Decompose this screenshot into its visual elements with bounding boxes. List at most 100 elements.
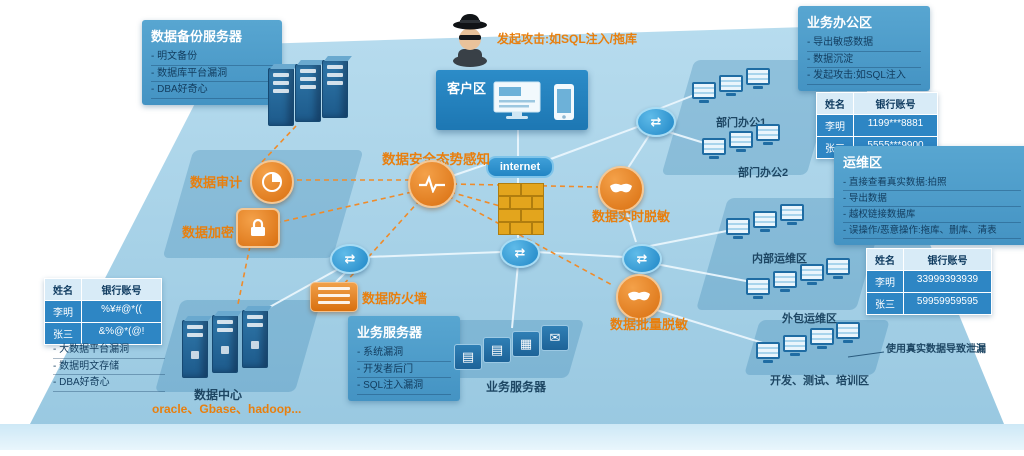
table-cell: 张三 — [867, 293, 903, 314]
folder-server-icon: ▤ — [483, 337, 511, 363]
router-icon: ⇄ — [622, 244, 662, 274]
data-encrypt-label: 数据加密 — [182, 225, 235, 240]
table-header: 姓名 — [817, 93, 853, 114]
leak-note-label: 使用真实数据导致泄漏 — [886, 344, 986, 355]
panel-item: 明文备份 — [151, 49, 273, 66]
server-tower-icon — [182, 320, 208, 378]
computer-icon — [702, 138, 726, 159]
dept-office1-cluster — [692, 66, 776, 112]
panel-item: 导出数据 — [843, 191, 1021, 207]
realtime-masking-label: 数据实时脱敏 — [592, 209, 671, 224]
client-devices-icon — [493, 81, 574, 120]
business-office-title: 业务办公区 — [807, 15, 873, 30]
mail-server-icon: ✉ — [541, 325, 569, 351]
data-audit-label: 数据审计 — [190, 175, 243, 190]
bizserver-panel: 业务服务器 系统漏洞 开发者后门 SQL注入漏洞 — [348, 316, 460, 401]
computer-icon — [756, 342, 780, 363]
table-cell: 李明 — [45, 301, 81, 322]
data-encrypt-lock-icon — [236, 208, 280, 248]
computer-icon — [746, 278, 770, 299]
table-cell: 李明 — [867, 271, 903, 292]
table-cell: %¥#@*(( — [82, 301, 161, 322]
computer-icon — [773, 271, 797, 292]
router-icon: ⇄ — [500, 238, 540, 268]
firewall-icon — [498, 183, 544, 235]
computer-icon — [756, 124, 780, 145]
computer-icon — [780, 204, 804, 225]
situational-awareness-icon — [408, 160, 456, 208]
client-zone: 客户区 — [436, 70, 588, 130]
panel-item: DBA好奇心 — [151, 82, 273, 99]
dept-office2-label: 部门办公2 — [738, 167, 789, 179]
batch-masking-label: 数据批量脱敏 — [610, 317, 689, 332]
panel-item: 数据沉淀 — [807, 52, 921, 68]
table-cell: 33999393939 — [904, 271, 991, 292]
bizserver-cluster-label: 业务服务器 — [486, 380, 547, 394]
internet-node: internet — [486, 156, 554, 178]
outsource-ops-label: 外包运维区 — [782, 313, 837, 325]
db-products-label: oracle、Gbase、hadoop... — [152, 402, 302, 416]
panel-item: 大数据平台漏洞 — [53, 342, 165, 359]
internal-ops-label: 内部运维区 — [752, 253, 807, 265]
panel-item: 数据明文存储 — [53, 359, 165, 375]
datacenter-towers — [182, 310, 278, 382]
backup-server-towers — [268, 60, 352, 126]
business-office-panel: 业务办公区 导出敏感数据 数据沉淀 发起攻击:如SQL注入 — [798, 6, 930, 91]
devtest-cluster — [756, 322, 866, 370]
ops-zone-panel: 运维区 直接查看真实数据:拍照 导出数据 越权链接数据库 误操作/恶意操作:拖库… — [834, 146, 1024, 245]
table-cell: &%@*(@! — [82, 323, 161, 344]
table-cell: 李明 — [817, 115, 853, 136]
dept-office1-label: 部门办公1 — [716, 117, 767, 129]
internal-ops-cluster — [726, 202, 810, 246]
computer-icon — [783, 335, 807, 356]
datacenter-label: 数据中心 — [194, 388, 243, 402]
table-header: 姓名 — [867, 249, 903, 270]
computer-icon — [810, 328, 834, 349]
panel-item: SQL注入漏洞 — [357, 378, 451, 395]
panel-item: DBA好奇心 — [53, 375, 165, 392]
bizserver-cluster: ▤ ▤ ▦ ✉ — [454, 325, 572, 376]
panel-item: 发起攻击:如SQL注入 — [807, 68, 921, 85]
situational-awareness-label: 数据安全态势感知 — [382, 148, 490, 168]
backup-server-panel: 数据备份服务器 明文备份 数据库平台漏洞 DBA好奇心 — [142, 20, 282, 105]
data-firewall-icon — [310, 282, 358, 312]
panel-item: 系统漏洞 — [357, 345, 451, 362]
data-audit-icon — [250, 160, 294, 204]
attack-label: 发起攻击:如SQL注入/拖库 — [497, 32, 637, 46]
ops-account-table: 姓名 银行账号 李明 33999393939 张三 59959959595 — [866, 248, 992, 315]
computer-icon — [836, 322, 860, 343]
computer-icon — [692, 82, 716, 103]
panel-item: 越权链接数据库 — [843, 207, 1021, 223]
panel-item: 数据库平台漏洞 — [151, 66, 273, 82]
table-cell: 1199***8881 — [854, 115, 937, 136]
client-zone-label: 客户区 — [447, 81, 487, 96]
router-icon: ⇄ — [330, 244, 370, 274]
data-firewall-label: 数据防火墙 — [362, 291, 428, 306]
ops-zone-title: 运维区 — [843, 155, 883, 170]
datacenter-risk-panel: 大数据平台漏洞 数据明文存储 DBA好奇心 — [44, 336, 174, 398]
server-tower-icon — [322, 60, 348, 118]
bizserver-title: 业务服务器 — [357, 325, 423, 340]
table-header: 银行账号 — [854, 93, 937, 114]
realtime-masking-icon — [598, 166, 644, 212]
panel-item: 误操作/恶意操作:拖库、删库、清表 — [843, 223, 1021, 239]
panel-item: 开发者后门 — [357, 362, 451, 378]
computer-icon — [800, 264, 824, 285]
server-tower-icon — [268, 68, 294, 126]
outsource-ops-cluster — [746, 258, 856, 306]
computer-icon — [826, 258, 850, 279]
computer-icon — [726, 218, 750, 239]
router-icon: ⇄ — [636, 107, 676, 137]
batch-masking-icon — [616, 274, 662, 320]
hacker-icon — [447, 10, 493, 73]
computer-icon — [729, 131, 753, 152]
computer-icon — [746, 68, 770, 89]
dept-office2-cluster — [702, 122, 786, 168]
table-cell: 59959959595 — [904, 293, 991, 314]
server-tower-icon — [295, 64, 321, 122]
computer-icon — [753, 211, 777, 232]
server-tower-icon — [212, 315, 238, 373]
table-cell: 张三 — [45, 323, 81, 344]
table-header: 银行账号 — [904, 249, 991, 270]
